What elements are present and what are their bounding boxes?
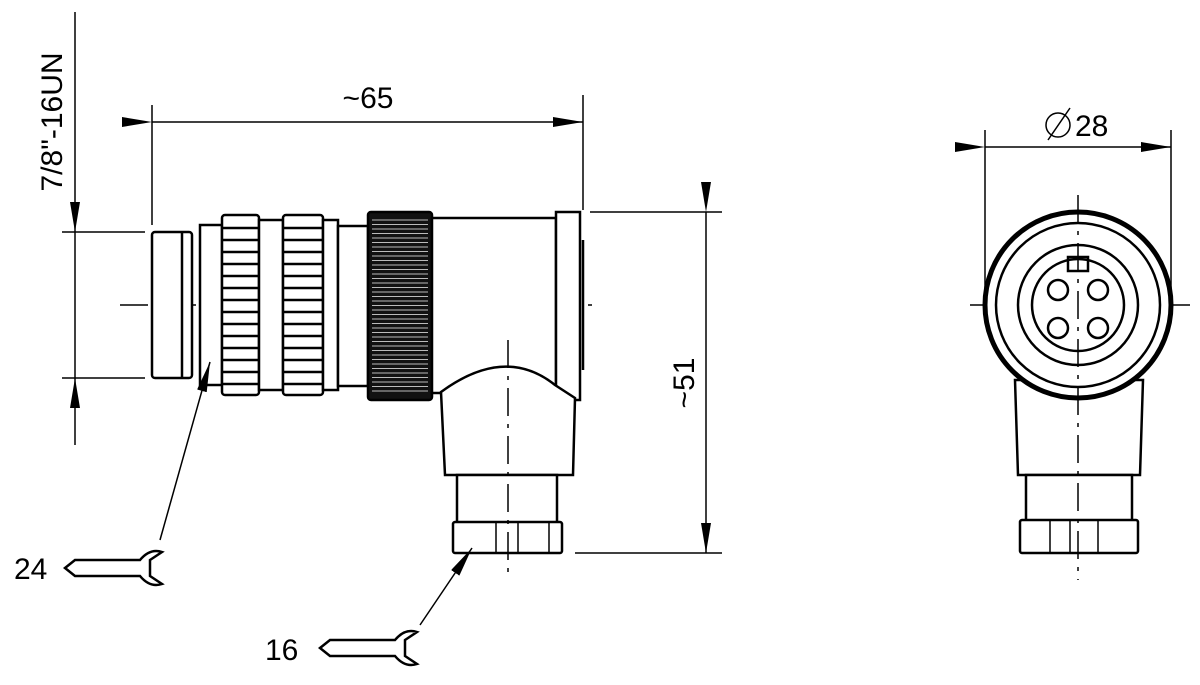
dimension-height: ~51 <box>575 182 722 554</box>
wrench-icon <box>62 549 165 587</box>
pin <box>1086 278 1110 302</box>
dimension-thread: 7/8"-16UN <box>36 12 145 445</box>
length-label: ~65 <box>343 82 394 115</box>
cable-gland <box>455 473 559 525</box>
ring-gap <box>257 218 285 392</box>
threaded-nut <box>150 230 194 380</box>
coupling-ring-2 <box>281 213 325 397</box>
wrench-size-16: 16 <box>265 634 298 667</box>
pin <box>1046 278 1070 302</box>
wrench-callout-24: 24 <box>14 361 211 587</box>
flange <box>554 210 582 402</box>
wrench-size-24: 24 <box>14 553 47 586</box>
side-view <box>120 210 600 580</box>
thread-label: 7/8"-16UN <box>36 52 69 191</box>
wrench-icon <box>317 629 420 667</box>
coupling-ring-1 <box>220 213 261 397</box>
pin <box>1086 316 1110 340</box>
diameter-icon <box>1045 107 1071 141</box>
collar <box>321 218 340 392</box>
wrench-callout-16: 16 <box>265 547 473 667</box>
height-label: ~51 <box>668 358 701 409</box>
dimension-length: ~65 <box>122 82 584 225</box>
pin <box>1046 316 1070 340</box>
front-view <box>970 195 1190 580</box>
cable-gland <box>1024 473 1134 523</box>
diameter-label: 28 <box>1075 110 1108 143</box>
dimension-diameter: 28 <box>955 107 1172 290</box>
elbow-body <box>439 365 577 477</box>
neck <box>198 223 224 387</box>
knurled-nut <box>366 210 434 402</box>
sleeve <box>336 224 370 388</box>
gland-nut <box>1018 518 1140 555</box>
